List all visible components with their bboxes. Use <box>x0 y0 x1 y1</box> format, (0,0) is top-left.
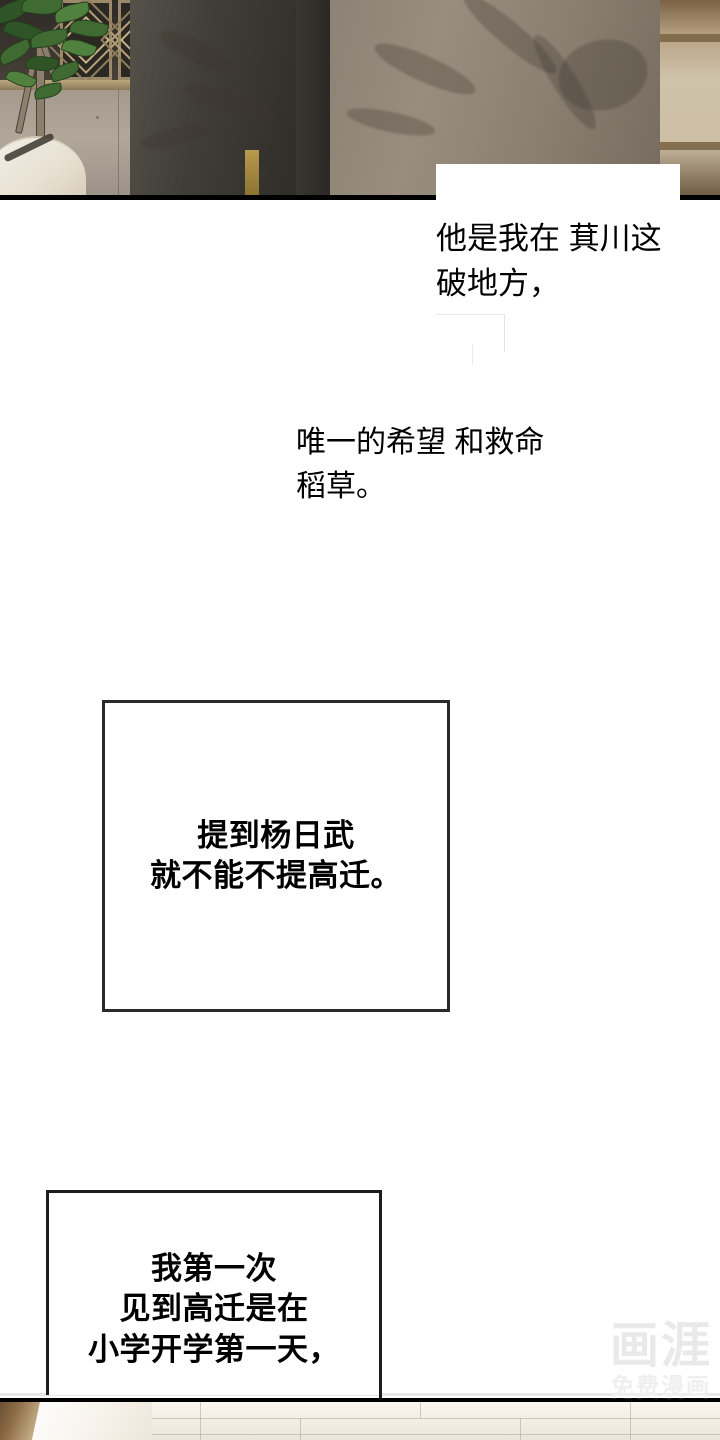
figure-dark-secondary <box>296 0 332 195</box>
figure-taupe-coat <box>330 0 670 195</box>
comic-panel-top <box>0 0 720 200</box>
watermark: 画涯 免费漫画 <box>610 1322 712 1398</box>
watermark-brand: 画涯 <box>609 1319 712 1373</box>
speech-bubble-1-text-wrap: 他是我在 萁川这 破地方， <box>436 164 680 352</box>
figure-gold-accent <box>245 150 259 195</box>
speech-bubble-3[interactable]: 提到杨日武 就不能不提高迁。 <box>102 700 450 1012</box>
speech-bubble-4[interactable]: 我第一次 见到高迁是在 小学开学第一天， <box>46 1190 382 1395</box>
speech-bubble-2[interactable] <box>296 344 564 578</box>
bubble-4-right-edge <box>379 1190 382 1398</box>
figure-dark-trousers <box>130 0 306 195</box>
wooden-door-frame <box>660 0 720 195</box>
speech-bubble-2-text-wrap: 唯一的希望 和救命稻草。 <box>296 344 564 578</box>
speech-bubble-3-text: 提到杨日武 就不能不提高迁。 <box>150 817 402 893</box>
floor-highlight <box>22 1402 152 1440</box>
speech-bubble-2-text: 唯一的希望 和救命稻草。 <box>296 426 545 503</box>
comic-panel-bottom <box>0 1398 720 1440</box>
speech-bubble-1-text: 他是我在 萁川这 破地方， <box>436 221 662 301</box>
potted-plant-icon <box>0 0 130 138</box>
speech-bubble-4-text: 我第一次 见到高迁是在 小学开学第一天， <box>88 1251 340 1367</box>
